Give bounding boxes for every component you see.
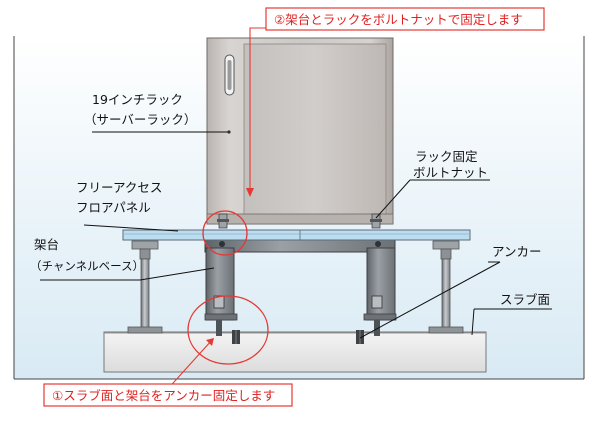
- anchor-bolt-left: [232, 330, 240, 344]
- floor-pedestal-left: [127, 240, 163, 334]
- label-floor-line2: フロアパネル: [76, 200, 151, 215]
- label-anchor: アンカー: [492, 244, 542, 259]
- server-rack: [206, 37, 394, 229]
- label-bolt-line2: ボルトナット: [413, 165, 488, 180]
- label-slab: スラブ面: [500, 292, 550, 307]
- label-frame-line2: （チャンネルベース）: [30, 259, 144, 273]
- label-bolt-line1: ラック固定: [415, 149, 478, 164]
- label-rack-line1: 19インチラック: [92, 92, 183, 107]
- arrow-bottom-callout: [164, 338, 214, 393]
- concrete-slab: [103, 331, 487, 373]
- label-frame-line1: 架台: [34, 237, 59, 252]
- leader-lines: [40, 131, 552, 339]
- access-floor-panel: [122, 229, 471, 241]
- label-rack-line2: （サーバーラック）: [84, 112, 196, 127]
- highlight-circle-rack-bolt: [202, 210, 248, 256]
- label-floor-line1: フリーアクセス: [76, 180, 162, 195]
- svg-text:②架台とラックをボルトナットで固定します: ②架台とラックをボルトナットで固定します: [274, 12, 523, 27]
- anchor-bolt-right: [356, 330, 364, 344]
- highlight-circle-anchor: [187, 295, 269, 365]
- callout-top: ②架台とラックをボルトナットで固定します: [265, 7, 545, 31]
- arrow-top-callout: [246, 27, 266, 197]
- callout-bottom: ①スラブ面と架台をアンカー固定します: [43, 383, 293, 407]
- svg-text:①スラブ面と架台をアンカー固定します: ①スラブ面と架台をアンカー固定します: [52, 388, 275, 403]
